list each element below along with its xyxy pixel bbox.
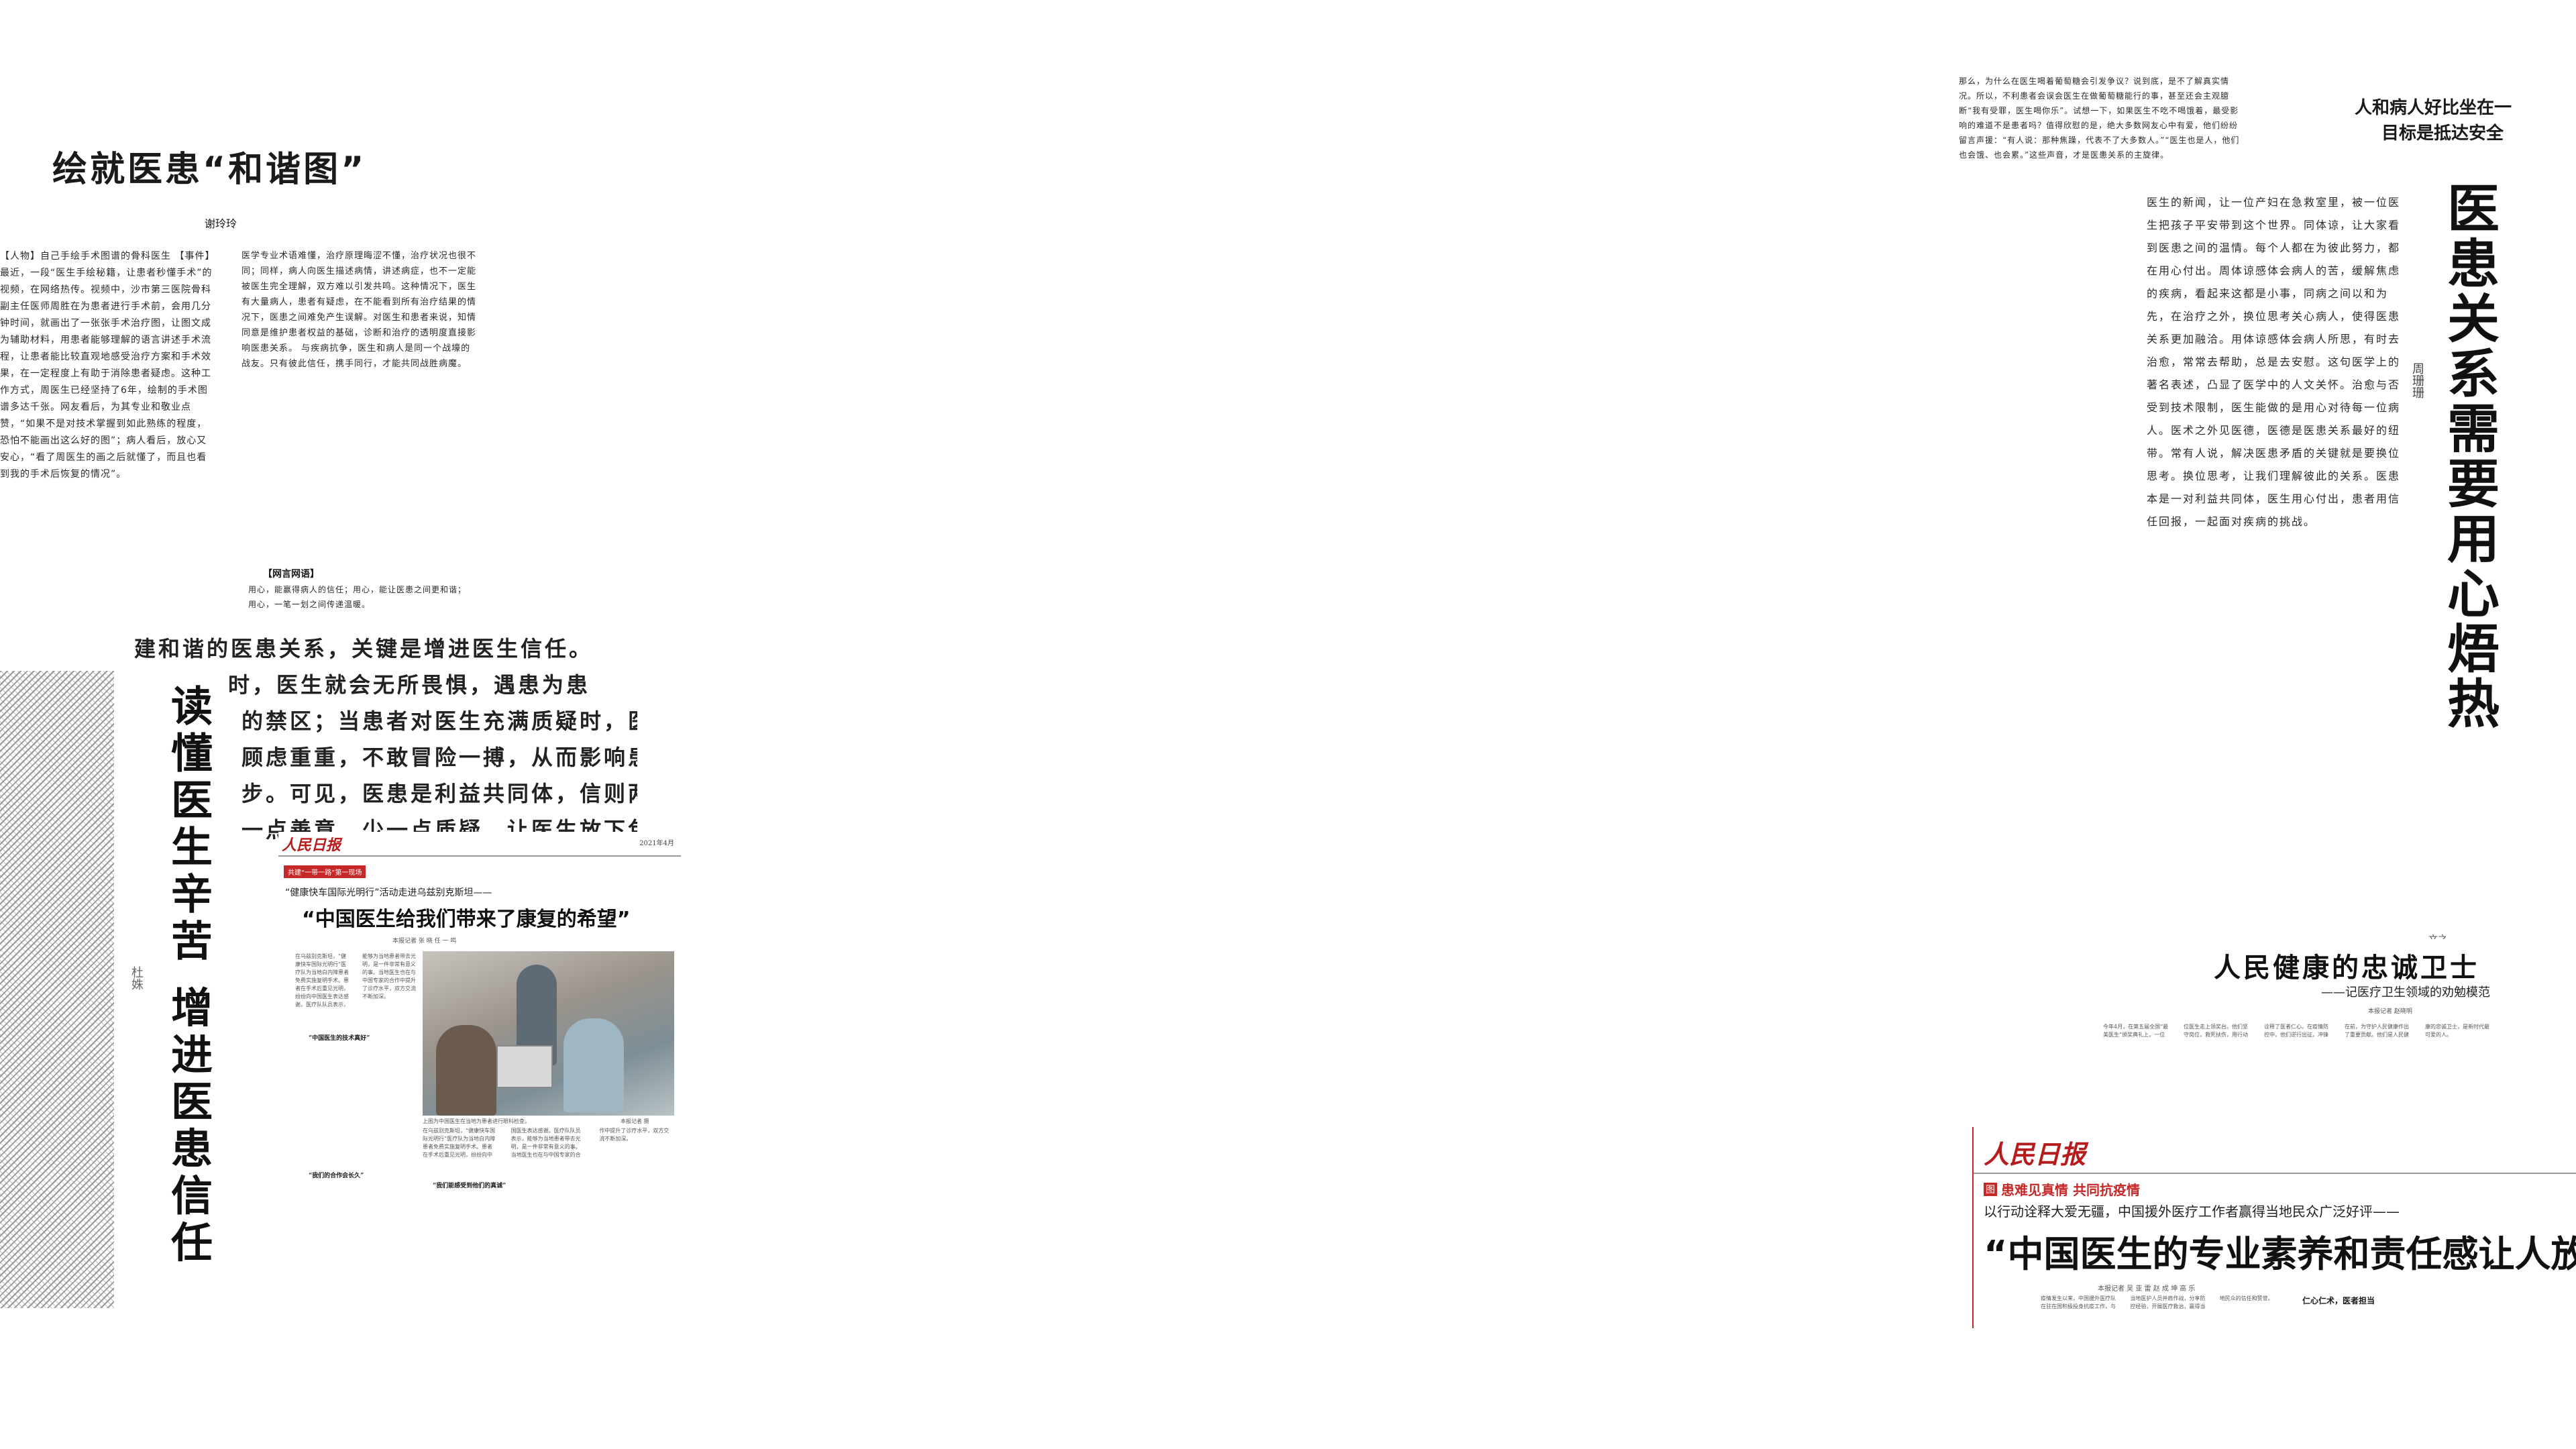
section-head: “中国医生的技术真好” bbox=[309, 1035, 370, 1042]
clip-newspaper-hope: 人民日报 2021年4月 共建“一带一路”第一现场 “健康快车国际光明行”活动走… bbox=[278, 832, 681, 1234]
patient-figure bbox=[436, 1025, 496, 1116]
article-text-lines: 建和谐的医患关系，关键是增进医生信任。 时，医生就会无所畏惧，遇患为患 的禁区；… bbox=[134, 631, 637, 848]
article-right-column: 医学专业术语难懂，治疗原理晦涩不懂，治疗状况也很不同；同样，病人向医生描述病情，… bbox=[241, 251, 476, 369]
article-title: 绘就医患“和谐图” bbox=[52, 150, 367, 190]
article-headline: “中国医生的专业素养和责任感让人放心” bbox=[1984, 1233, 2576, 1275]
clip-newspaper-trust: 人民日报 图 患难见真情 共同抗疫情 以行动诠释大爱无疆，中国援外医疗工作者赢得… bbox=[1972, 1127, 2576, 1328]
masthead-logo: 人民日报 bbox=[282, 837, 341, 854]
header-line: 人和病人好比坐在一 bbox=[2355, 98, 2512, 118]
article-kicker: “健康快车国际光明行”活动走进乌兹别克斯坦—— bbox=[285, 888, 492, 898]
signature: 文之 bbox=[2428, 932, 2447, 939]
article-headline: “中国医生给我们带来了康复的希望” bbox=[302, 908, 631, 931]
column-tag: 共建“一带一路”第一现场 bbox=[284, 865, 366, 878]
photo-caption: 上图为中国医生在当地为患者进行眼科检查。 bbox=[423, 1118, 530, 1124]
vertical-title: 医患关系需要用心焐热 bbox=[2438, 181, 2500, 731]
comment-text: 用心，能赢得病人的信任；用心，能让医患之间更和谐；用心，一笔一划之间传递温暖。 bbox=[248, 585, 467, 609]
article-left-column: 【人物】自己手绘手术图谱的骨科医生 【事件】最近，一段“医生手绘秘籍，让患者秒懂… bbox=[0, 251, 213, 480]
text-line: 时，医生就会无所畏惧，遇患为患 bbox=[228, 672, 591, 698]
article-byline: 本报记者 赵晓明 bbox=[2368, 1008, 2412, 1015]
masthead-logo: 人民日报 bbox=[1984, 1139, 2086, 1169]
article-byline: 本报记者 张 晓 任 一 鸣 bbox=[392, 938, 457, 945]
vertical-title: 读懂医生辛苦 增进医患信任 bbox=[164, 684, 213, 1268]
hatched-shadow-area bbox=[0, 671, 114, 1308]
issue-date: 2021年4月 bbox=[639, 840, 674, 847]
article-body: 疫情发生以来，中国援外医疗队在驻在国积极投身抗疫工作，与当地医护人员并肩作战，分… bbox=[2041, 1295, 2273, 1309]
kicker-badge: 图 bbox=[1984, 1182, 1997, 1196]
article-body-left: 在乌兹别克斯坦，“健康快车国际光明行”医疗队为当地白内障患者免费实施复明手术。患… bbox=[295, 953, 416, 1008]
text-line: 建和谐的医患关系，关键是增进医生信任。 bbox=[134, 636, 594, 661]
clip-article-harmony: 绘就医患“和谐图” 谢玲玲 【人物】自己手绘手术图谱的骨科医生 【事件】最近，一… bbox=[0, 114, 496, 651]
author: 杜姝 bbox=[129, 966, 144, 990]
eye-exam-machine bbox=[496, 1045, 553, 1088]
article-byline: 谢玲玲 bbox=[205, 217, 237, 230]
top-fragment-text: 那么，为什么在医生喝着葡萄糖会引发争议？说到底，是不了解真实情况。所以，不利患者… bbox=[1959, 76, 2240, 160]
kicker-text: 患难见真情 共同抗疫情 bbox=[2001, 1182, 2140, 1198]
kicker-row: 图 患难见真情 共同抗疫情 bbox=[1984, 1179, 2140, 1199]
article-body-right: 在乌兹别克斯坦，“健康快车国际光明行”医疗队为当地白内障患者免费实施复明手术。患… bbox=[423, 1128, 669, 1158]
article-subkicker: 以行动诠释大爱无疆，中国援外医疗工作者赢得当地民众广泛好评—— bbox=[1984, 1203, 2400, 1220]
section-head: “我们的合作会长久” bbox=[309, 1173, 364, 1179]
article-body: 医生的新闻，让一位产妇在急救室里，被一位医生把孩子平安带到这个世界。同体谅，让大… bbox=[2147, 196, 2401, 528]
author: 周珊珊 bbox=[2410, 362, 2424, 398]
section-head: 仁心仁术，医者担当 bbox=[2302, 1296, 2375, 1305]
masthead-divider bbox=[1974, 1173, 2576, 1174]
text-line: 步。可见，医患是利益共同体，信则两 bbox=[241, 781, 637, 806]
article-headline: 人民健康的忠诚卫士 bbox=[2214, 953, 2479, 983]
masthead-divider bbox=[278, 855, 681, 857]
nurse-figure bbox=[564, 1018, 624, 1112]
article-body: 今年4月，在第五届全国“最美医生”颁奖典礼上，一位位医生走上领奖台。他们坚守岗位… bbox=[2103, 1024, 2489, 1038]
photo-credit: 本报记者 摄 bbox=[621, 1118, 649, 1124]
article-byline: 本报记者 吴 亚 雷 赵 成 坤 高 乐 bbox=[2098, 1285, 2196, 1293]
clip-article-warm-relations: 那么，为什么在医生喝着葡萄糖会引发争议？说到底，是不了解真实情况。所以，不利患者… bbox=[1952, 67, 2576, 939]
text-line: 的禁区；当患者对医生充满质疑时，医 bbox=[241, 708, 637, 734]
comment-label: 【网言网语】 bbox=[263, 569, 319, 580]
clinic-photo bbox=[423, 951, 674, 1116]
article-subtitle: ——记医疗卫生领域的劝勉模范 bbox=[2321, 985, 2490, 1000]
clip-article-health-guard: 人民健康的忠诚卫士 ——记医疗卫生领域的劝勉模范 本报记者 赵晓明 今年4月，在… bbox=[2100, 939, 2576, 1134]
section-head: “我们能感受到他们的真诚” bbox=[433, 1183, 506, 1189]
text-line: 顾虑重重，不敢冒险一搏，从而影响患 bbox=[241, 745, 637, 770]
header-line: 目标是抵达安全 bbox=[2381, 123, 2504, 144]
